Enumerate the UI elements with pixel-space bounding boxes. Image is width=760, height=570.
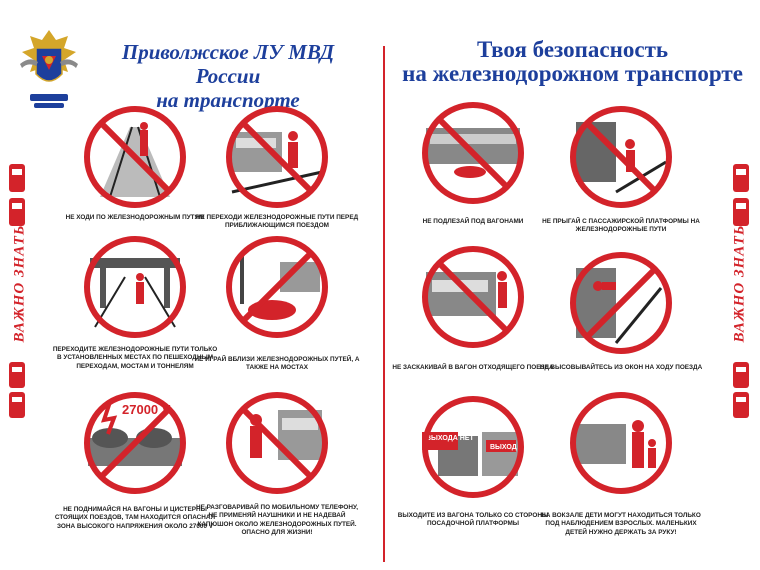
poster-title-line1: Твоя безопасность — [476, 37, 669, 62]
sign-caption: НЕ ПЕРЕХОДИ ЖЕЛЕЗНОДОРОЖНЫЕ ПУТИ ПЕРЕД П… — [195, 214, 359, 230]
sign-no-jumping-into-departing-train — [422, 246, 524, 348]
sign-no-crossing-before-train — [226, 106, 328, 208]
sign-no-crawling-under-wagons — [422, 102, 524, 204]
sign-caption: НЕ ПОДНИМАЙСЯ НА ВАГОНЫ И ЦИСТЕРНЫ СТОЯЩ… — [54, 506, 216, 530]
sign-caption: НЕ ЗАСКАКИВАЙ В ВАГОН ОТХОДЯЩЕГО ПОЕЗДА — [392, 364, 554, 371]
sign-no-leaning-out-of-windows — [570, 252, 672, 354]
train-icon — [733, 164, 749, 226]
sign-caption: НЕ ПРЫГАЙ С ПАССАЖИРСКОЙ ПЛАТФОРМЫ НА ЖЕ… — [542, 218, 700, 234]
side-label-left: ВАЖНО ЗНАТЬ! — [11, 217, 28, 343]
center-divider — [383, 46, 385, 562]
train-icon — [9, 362, 25, 418]
mvd-emblem — [16, 26, 82, 112]
no-exit-label: ВЫХОДА НЕТ — [426, 435, 474, 442]
department-title: Приволжское ЛУ МВД России на транспорте — [88, 40, 368, 112]
sign-no-phone-headphones-near-tracks — [226, 392, 328, 494]
sign-caption: ВЫХОДИТЕ ИЗ ВАГОНА ТОЛЬКО СО СТОРОНЫ ПОС… — [397, 512, 549, 528]
sign-caption: ПЕРЕХОДИТЕ ЖЕЛЕЗНОДОРОЖНЫЕ ПУТИ ТОЛЬКО В… — [52, 346, 218, 370]
sign-no-walking-on-tracks — [84, 106, 186, 208]
sign-children-with-adults — [570, 392, 672, 494]
sign-no-jumping-from-platform — [570, 106, 672, 208]
sign-caption: НЕ ХОДИ ПО ЖЕЛЕЗНОДОРОЖНЫМ ПУТЯМ — [65, 214, 205, 221]
sign-use-crossings — [84, 236, 186, 338]
poster-title: Твоя безопасность на железнодорожном тра… — [395, 38, 750, 86]
sign-caption: НЕ РАЗГОВАРИВАЙ ПО МОБИЛЬНОМУ ТЕЛЕФОНУ, … — [195, 504, 359, 537]
voltage-label: 27000 V — [122, 402, 171, 417]
department-title-line1: Приволжское ЛУ МВД России — [121, 40, 335, 88]
sign-caption: НЕ ВЫСОВЫВАЙТЕСЬ ИЗ ОКОН НА ХОДУ ПОЕЗДА — [539, 364, 703, 371]
sign-caption: НА ВОКЗАЛЕ ДЕТИ МОГУТ НАХОДИТЬСЯ ТОЛЬКО … — [541, 512, 701, 536]
poster-title-line2: на железнодорожном транспорте — [402, 61, 743, 86]
sign-caption: НЕ ИГРАЙ ВБЛИЗИ ЖЕЛЕЗНОДОРОЖНЫХ ПУТЕЙ, А… — [194, 356, 360, 372]
train-icon — [9, 164, 25, 226]
exit-label: ВЫХОД — [490, 444, 517, 451]
side-label-right: ВАЖНО ЗНАТЬ! — [731, 217, 748, 343]
sign-caption: НЕ ПОДЛЕЗАЙ ПОД ВАГОНАМИ — [422, 218, 524, 225]
sign-exit-platform-side: ВЫХОДА НЕТ ВЫХОД — [422, 396, 524, 498]
train-icon — [733, 362, 749, 418]
sign-no-climbing-on-wagons: 27000 V — [84, 392, 186, 494]
sign-no-playing-near-tracks — [226, 236, 328, 338]
